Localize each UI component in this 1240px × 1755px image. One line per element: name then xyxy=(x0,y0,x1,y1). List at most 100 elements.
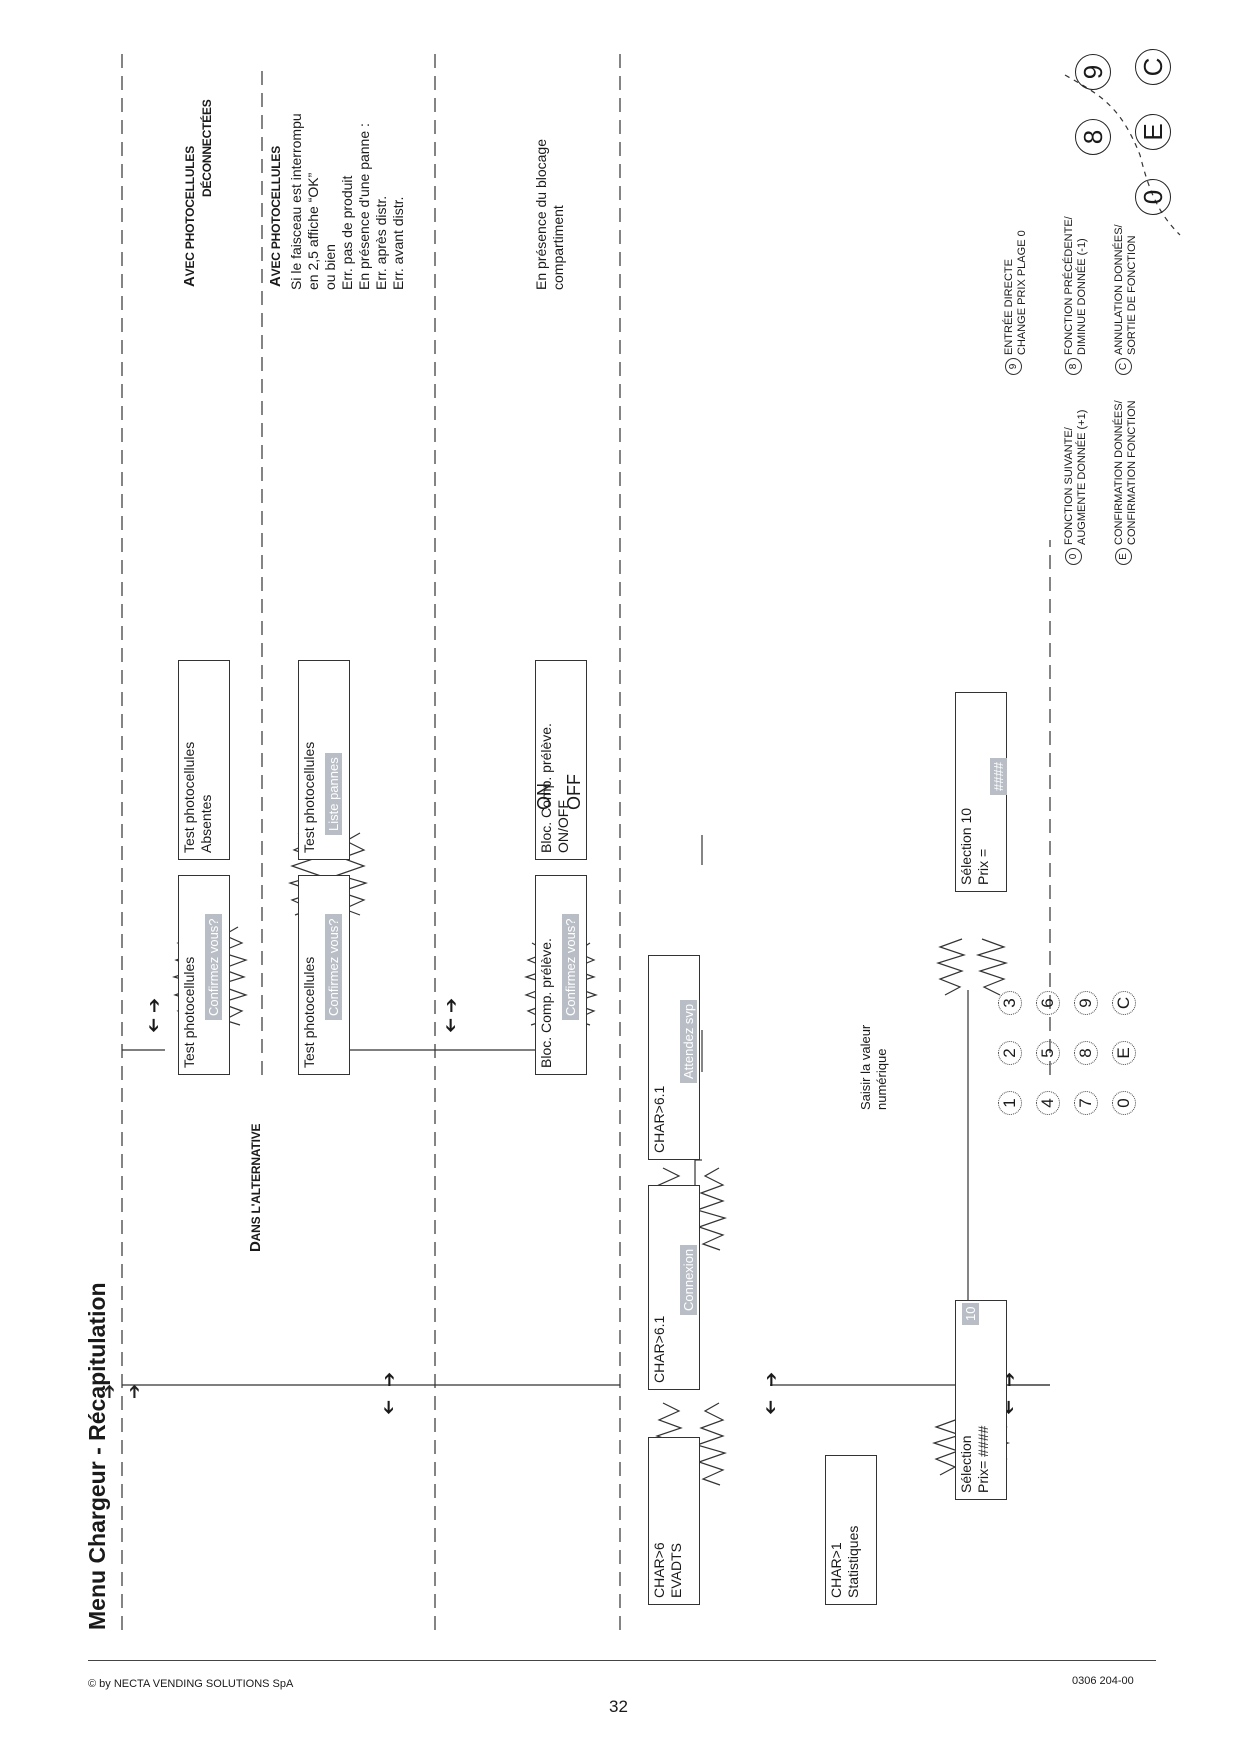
legend-key-8-icon: 8 xyxy=(1065,358,1082,375)
arrow-icon: ➔ xyxy=(441,997,461,1013)
onoff-on: ON xyxy=(534,783,554,810)
box-line: Test photocellules xyxy=(181,956,197,1068)
key-2[interactable]: 2 xyxy=(998,1041,1022,1065)
box-test1[interactable]: Test photocellules xyxy=(178,875,230,1075)
box-line: CHAR>6.1 xyxy=(651,1085,667,1153)
note-line: en 2,5 affiche “OK” xyxy=(305,172,321,290)
note-line: En présence du blocage xyxy=(533,139,549,290)
legend-line: FONCTION PRÉCÉDENTE/ xyxy=(1063,216,1075,355)
legend-line: SORTIE DE FONCTION xyxy=(1126,235,1138,355)
key-1[interactable]: 1 xyxy=(998,1091,1022,1115)
legend-line: CONFIRMATION FONCTION xyxy=(1126,400,1138,545)
key-4[interactable]: 4 xyxy=(1036,1091,1060,1115)
burst-confirmez-1: Confirmez vous? xyxy=(205,914,222,1020)
key-6[interactable]: 6 xyxy=(1036,991,1060,1015)
box-line: Test photocellules xyxy=(301,741,317,853)
arrow-icon: ➔ xyxy=(441,1017,461,1033)
note-blocage: En présence du blocage compartiment xyxy=(533,139,567,290)
key-5[interactable]: 5 xyxy=(1036,1041,1060,1065)
key-C[interactable]: C xyxy=(1112,991,1136,1015)
note-line: Err. après distr. xyxy=(373,195,389,290)
legend-key-0-icon: 0 xyxy=(1065,548,1082,565)
key-9[interactable]: 9 xyxy=(1074,991,1098,1015)
box-line: Sélection 10 xyxy=(958,807,974,885)
key-big-8[interactable]: 8 xyxy=(1075,119,1111,155)
box-selection-1[interactable]: Sélection Prix= #### xyxy=(955,1300,1007,1500)
legend-line: ENTRÉE DIRECTE xyxy=(1003,259,1015,355)
footer-rule xyxy=(88,1660,1156,1661)
legend-line: CONFIRMATION DONNÉES/ xyxy=(1113,400,1125,545)
legend-entree: ENTRÉE DIRECTE CHANGE PRIX PLAGE 0 xyxy=(1003,230,1029,355)
arrow-down: ➔ xyxy=(124,1384,145,1399)
box-test2-liste[interactable]: Test photocellules xyxy=(298,660,350,860)
box-line: ON/OFF xyxy=(555,800,571,853)
burst-ten: 10 xyxy=(962,1302,979,1325)
arrow-icon: ➔ xyxy=(761,1371,781,1387)
note-line: Err. pas de produit xyxy=(339,175,355,290)
key-0[interactable]: 0 xyxy=(1112,1091,1136,1115)
arrow-icon: ➔ xyxy=(144,997,164,1013)
key-big-C[interactable]: C xyxy=(1135,49,1171,85)
burst-outline xyxy=(216,926,248,1026)
key-E[interactable]: E xyxy=(1112,1041,1136,1065)
key-7[interactable]: 7 xyxy=(1074,1091,1098,1115)
legend-line: ANNULATION DONNÉES/ xyxy=(1113,224,1125,355)
box-line: Absentes xyxy=(198,794,214,853)
note-line: Saisir la valeur xyxy=(858,1024,873,1110)
arrow-icon: ➔ xyxy=(379,1371,399,1387)
burst-outline xyxy=(695,1167,727,1251)
key-big-9[interactable]: 9 xyxy=(1075,54,1111,90)
box-test1-absentes[interactable]: Test photocellules Absentes xyxy=(178,660,230,860)
note-line: compartiment xyxy=(550,205,566,290)
note-line: Err. avant distr. xyxy=(390,196,406,290)
legend-line: DIMINUE DONNÉE (-1) xyxy=(1076,238,1088,355)
burst-connexion: Connexion xyxy=(680,1244,697,1315)
burst-outline xyxy=(695,1402,727,1486)
note-saisir: Saisir la valeur numérique xyxy=(858,1025,890,1110)
legend-suivante: FONCTION SUIVANTE/ AUGMENTE DONNÉE (+1) xyxy=(1063,410,1089,545)
box-line: Bloc. Comp. prélève. xyxy=(538,723,554,853)
legend-precedente: FONCTION PRÉCÉDENTE/ DIMINUE DONNÉE (-1) xyxy=(1063,216,1089,355)
legend-annulation: ANNULATION DONNÉES/ SORTIE DE FONCTION xyxy=(1113,224,1139,355)
box-line: CHAR>1 xyxy=(828,1542,844,1598)
section-photo: AVEC PHOTOCELLULES xyxy=(267,145,284,287)
box-line: CHAR>6.1 xyxy=(651,1315,667,1383)
onoff-off: OFF xyxy=(564,774,584,810)
legend-line: CHANGE PRIX PLAGE 0 xyxy=(1016,230,1028,355)
key-3[interactable]: 3 xyxy=(998,991,1022,1015)
page-number: 32 xyxy=(609,1697,628,1716)
legend-key-E-icon: E xyxy=(1115,548,1132,565)
key-8[interactable]: 8 xyxy=(1074,1041,1098,1065)
section-alternative: DANS L'ALTERNATIVE xyxy=(247,1123,264,1252)
section-photo-disconnected-2: DÉCONNECTÉES xyxy=(200,99,214,197)
box-char6[interactable]: CHAR>6 EVADTS xyxy=(648,1437,700,1605)
burst-outline xyxy=(975,938,1009,996)
box-line: Test photocellules xyxy=(301,956,317,1068)
box-bloc2[interactable]: Bloc. Comp. prélève. ON/OFF xyxy=(535,660,587,860)
section-photo-disconnected: AVEC PHOTOCELLULES xyxy=(181,145,198,287)
box-line: Prix= #### xyxy=(975,1425,991,1493)
legend-line: AUGMENTE DONNÉE (+1) xyxy=(1076,409,1088,545)
legend-key-9-icon: 9 xyxy=(1005,358,1022,375)
box-line: EVADTS xyxy=(668,1543,684,1598)
key-big-E[interactable]: E xyxy=(1135,114,1171,150)
box-char1[interactable]: CHAR>1 Statistiques xyxy=(825,1455,877,1605)
arrow-up: ➔ xyxy=(99,1384,120,1399)
legend-line: FONCTION SUIVANTE/ xyxy=(1063,427,1075,545)
note-photocell: Si le faisceau est interrompu en 2,5 aff… xyxy=(288,113,407,290)
burst-confirmez-3: Confirmez vous? xyxy=(562,914,579,1020)
burst-outline xyxy=(932,1418,962,1476)
box-test2[interactable]: Test photocellules xyxy=(298,875,350,1075)
dashed-curve xyxy=(1064,74,1181,236)
burst-attendez: Attendez svp xyxy=(680,999,697,1083)
box-bloc1[interactable]: Bloc. Comp. prélève. xyxy=(535,875,587,1075)
box-line: Test photocellules xyxy=(181,741,197,853)
key-big-0[interactable]: 0 xyxy=(1135,179,1171,215)
note-line: En présence d'une panne : xyxy=(356,123,372,290)
note-line: ou bien xyxy=(322,244,338,290)
arrow-icon: ➔ xyxy=(761,1399,781,1415)
burst-hash: #### xyxy=(990,758,1007,795)
burst-confirmez-2: Confirmez vous? xyxy=(325,914,342,1020)
